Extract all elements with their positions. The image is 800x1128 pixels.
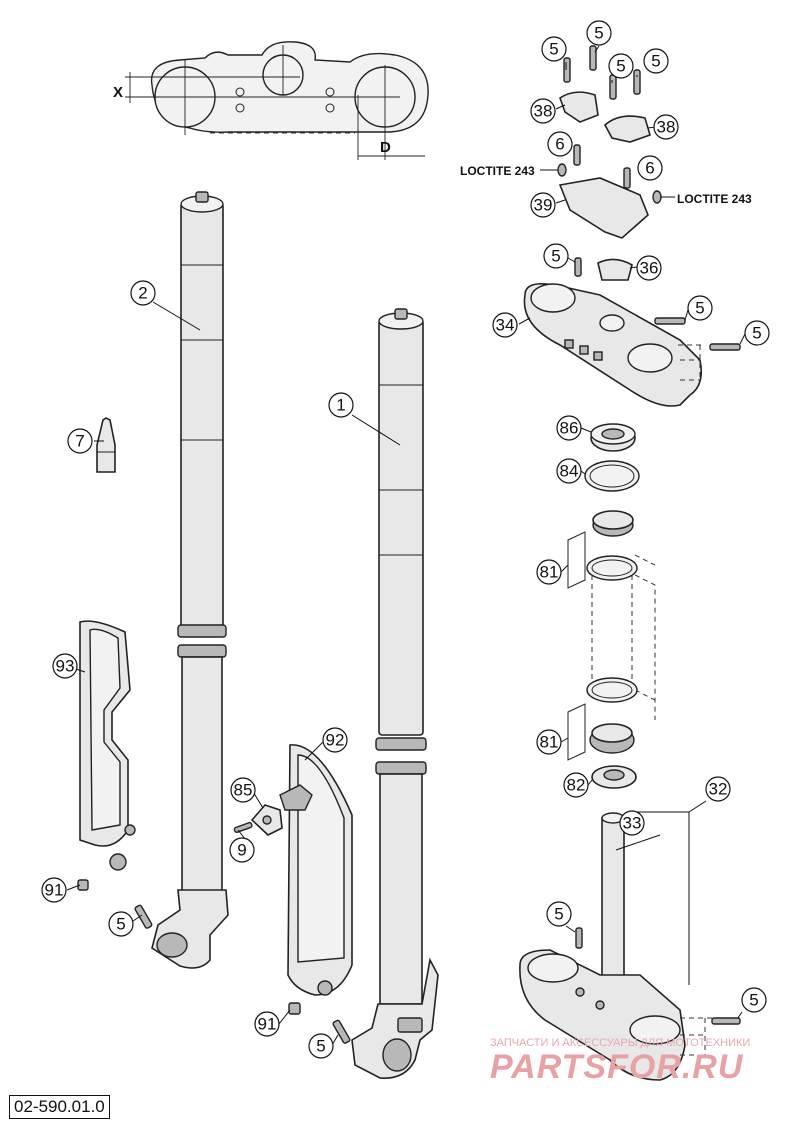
svg-text:81: 81 — [540, 563, 559, 582]
callout-5-clamp-side-2: 5 — [744, 320, 770, 346]
callout-5-top-2: 5 — [586, 20, 612, 46]
callout-84: 84 — [556, 458, 582, 484]
callout-93: 93 — [52, 653, 78, 679]
steering-stem-outline — [591, 554, 656, 720]
svg-text:5: 5 — [554, 905, 563, 924]
seal-ring-84 — [584, 460, 640, 492]
triple-clamp-dimension-drawing: X D — [113, 41, 429, 160]
svg-text:6: 6 — [555, 135, 564, 154]
svg-text:7: 7 — [75, 432, 84, 451]
svg-text:92: 92 — [326, 731, 345, 750]
callout-5-fork-left: 5 — [108, 911, 134, 937]
callout-5-top-1: 5 — [541, 36, 567, 62]
document-code: 02-590.01.0 — [9, 1095, 110, 1119]
callout-7: 7 — [67, 428, 93, 454]
seal-82 — [591, 765, 637, 789]
svg-text:5: 5 — [594, 24, 603, 43]
svg-text:93: 93 — [56, 657, 75, 676]
loctite-bottle — [96, 417, 116, 473]
svg-text:36: 36 — [640, 259, 659, 278]
svg-text:5: 5 — [752, 324, 761, 343]
bearing-upper-81 — [567, 510, 638, 589]
dimension-label-x: X — [113, 84, 123, 101]
callout-5-clamp-side-1: 5 — [687, 295, 713, 321]
svg-text:84: 84 — [560, 462, 579, 481]
callout-5-fork-right: 5 — [308, 1033, 334, 1059]
callout-39: 39 — [530, 192, 556, 218]
svg-text:38: 38 — [534, 102, 553, 121]
callout-86: 86 — [556, 415, 582, 441]
callout-9: 9 — [229, 837, 255, 863]
svg-text:32: 32 — [709, 780, 728, 799]
callout-33: 33 — [619, 810, 645, 836]
svg-text:9: 9 — [237, 841, 246, 860]
fork-leg-left — [151, 191, 229, 969]
handlebar-clamp-left — [559, 91, 599, 123]
callout-32: 32 — [705, 776, 731, 802]
handlebar-mount — [557, 144, 662, 239]
svg-text:5: 5 — [616, 57, 625, 76]
svg-text:81: 81 — [540, 733, 559, 752]
fork-guard-left — [79, 620, 136, 871]
callout-5-lower-clamp: 5 — [546, 901, 572, 927]
svg-text:85: 85 — [234, 781, 253, 800]
watermark-brand: PARTSFOR.RU — [490, 1048, 744, 1086]
callout-5-lower-bolt: 5 — [741, 987, 767, 1013]
callout-2: 2 — [130, 280, 156, 306]
svg-text:5: 5 — [695, 299, 704, 318]
loctite-note-right: LOCTITE 243 — [677, 192, 752, 206]
dust-seal-86 — [590, 423, 636, 452]
leader-lines — [66, 45, 746, 1046]
svg-text:5: 5 — [316, 1037, 325, 1056]
svg-text:5: 5 — [551, 247, 560, 266]
dimension-label-d: D — [380, 139, 391, 156]
callout-1: 1 — [328, 392, 354, 418]
svg-text:5: 5 — [749, 991, 758, 1010]
brake-line-clamp — [233, 804, 283, 836]
callout-6-left: 6 — [547, 131, 573, 157]
svg-text:5: 5 — [116, 915, 125, 934]
watermark-tagline: ЗАПЧАСТИ И АКСЕССУАРЫ ДЛЯ МОТОТЕХНИКИ — [490, 1037, 750, 1049]
handlebar-clamp-right — [603, 115, 651, 143]
lower-triple-clamp — [519, 812, 741, 1081]
loctite-note-left: LOCTITE 243 — [460, 164, 535, 178]
callout-81-lower: 81 — [536, 729, 562, 755]
callout-38-right: 38 — [653, 114, 679, 140]
svg-text:82: 82 — [567, 776, 586, 795]
svg-text:86: 86 — [560, 419, 579, 438]
svg-text:38: 38 — [657, 118, 676, 137]
svg-text:91: 91 — [258, 1015, 277, 1034]
svg-text:39: 39 — [534, 196, 553, 215]
fork-guard-right — [279, 744, 353, 996]
callout-5-clamp-top: 5 — [543, 243, 569, 269]
svg-text:5: 5 — [549, 40, 558, 59]
svg-text:5: 5 — [651, 52, 660, 71]
callout-38-left: 38 — [530, 98, 556, 124]
svg-text:6: 6 — [645, 159, 654, 178]
fork-leg-right — [351, 308, 439, 1079]
svg-text:34: 34 — [496, 316, 515, 335]
callout-91-left: 91 — [41, 877, 67, 903]
bearing-lower-81 — [567, 677, 638, 761]
callout-92: 92 — [322, 727, 348, 753]
small-bolts — [77, 879, 351, 1044]
callout-5-top-4: 5 — [643, 48, 669, 74]
svg-text:1: 1 — [336, 396, 345, 415]
watermark: ЗАПЧАСТИ И АКСЕССУАРЫ ДЛЯ МОТОТЕХНИКИ PA… — [490, 1037, 750, 1086]
callout-36: 36 — [636, 255, 662, 281]
top-triple-clamp — [523, 257, 741, 407]
callout-5-top-3: 5 — [608, 53, 634, 79]
callout-82: 82 — [563, 772, 589, 798]
callout-85: 85 — [230, 777, 256, 803]
svg-text:91: 91 — [45, 881, 64, 900]
svg-text:2: 2 — [138, 284, 147, 303]
callout-6-right: 6 — [637, 155, 663, 181]
svg-text:33: 33 — [623, 814, 642, 833]
callout-34: 34 — [492, 312, 518, 338]
callout-91-right: 91 — [254, 1011, 280, 1037]
callout-81-upper: 81 — [536, 559, 562, 585]
